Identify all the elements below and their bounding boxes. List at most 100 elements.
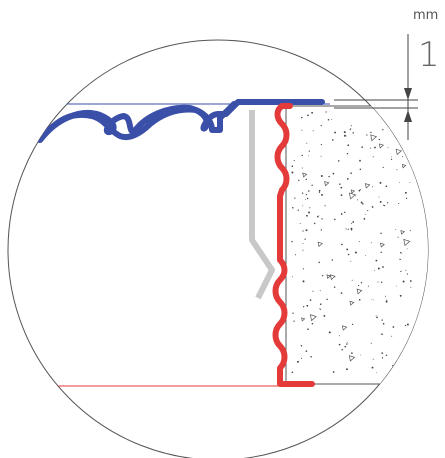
aggregate-speck	[347, 144, 350, 147]
aggregate-speck	[370, 131, 372, 134]
aggregate-stone	[380, 242, 385, 248]
aggregate-speck	[409, 181, 411, 183]
aggregate-speck	[359, 159, 361, 162]
aggregate-stone	[302, 172, 308, 178]
aggregate-speck	[401, 156, 404, 158]
aggregate-speck	[400, 270, 402, 273]
aggregate-speck	[385, 300, 388, 303]
aggregate-speck	[320, 175, 323, 177]
blue-membrane-profile	[37, 99, 325, 143]
aggregate-stone	[309, 314, 317, 322]
aggregate-speck	[371, 298, 373, 300]
aggregate-speck	[293, 320, 295, 322]
aggregate-speck	[380, 232, 382, 235]
aggregate-speck	[405, 197, 408, 200]
aggregate-speck	[370, 342, 372, 344]
aggregate-speck	[318, 261, 320, 264]
aggregate-speck	[349, 128, 352, 130]
aggregate-speck	[380, 281, 383, 284]
aggregate-speck	[377, 281, 379, 283]
concrete-aggregate	[291, 111, 413, 377]
aggregate-speck	[319, 308, 321, 310]
aggregate-speck	[294, 254, 297, 256]
aggregate-speck	[354, 195, 356, 197]
aggregate-speck	[358, 241, 360, 243]
aggregate-speck	[406, 323, 409, 326]
aggregate-stone	[403, 238, 411, 247]
aggregate-speck	[370, 242, 372, 244]
aggregate-speck	[385, 354, 388, 357]
aggregate-speck	[331, 259, 334, 261]
aggregate-speck	[350, 172, 352, 174]
aggregate-speck	[325, 111, 327, 113]
aggregate-speck	[344, 345, 347, 348]
aggregate-speck	[383, 204, 385, 206]
aggregate-speck	[308, 155, 309, 157]
aggregate-speck	[312, 290, 314, 292]
aggregate-speck	[395, 285, 397, 287]
aggregate-speck	[360, 282, 363, 284]
aggregate-speck	[305, 178, 307, 181]
aggregate-speck	[372, 186, 374, 188]
aggregate-speck	[318, 191, 321, 193]
aggregate-speck	[349, 129, 351, 131]
aggregate-stone	[350, 189, 356, 194]
aggregate-stone	[356, 288, 363, 295]
aggregate-speck	[381, 319, 383, 321]
aggregate-speck	[337, 160, 340, 162]
aggregate-speck	[404, 324, 407, 327]
aggregate-speck	[310, 356, 312, 358]
red-waterstop-profile	[272, 103, 315, 387]
aggregate-speck	[374, 146, 376, 149]
aggregate-speck	[407, 349, 409, 351]
aggregate-speck	[341, 349, 343, 351]
aggregate-speck	[312, 130, 314, 132]
aggregate-stone	[329, 274, 336, 281]
aggregate-speck	[371, 206, 374, 208]
aggregate-speck	[399, 258, 401, 261]
aggregate-speck	[362, 203, 364, 205]
aggregate-speck	[405, 269, 407, 271]
aggregate-speck	[359, 354, 361, 356]
aggregate-speck	[398, 203, 400, 205]
aggregate-speck	[318, 189, 321, 192]
aggregate-speck	[379, 181, 382, 184]
aggregate-speck	[382, 166, 384, 169]
aggregate-speck	[322, 275, 324, 277]
aggregate-speck	[319, 309, 321, 311]
aggregate-speck	[292, 312, 294, 314]
aggregate-speck	[308, 150, 310, 152]
aggregate-speck	[351, 279, 353, 281]
aggregate-speck	[346, 178, 349, 180]
aggregate-stone	[341, 325, 348, 331]
arrow-up-icon	[404, 110, 412, 122]
aggregate-speck	[302, 280, 305, 283]
aggregate-speck	[354, 251, 357, 254]
aggregate-speck	[301, 357, 303, 359]
aggregate-speck	[302, 205, 304, 207]
aggregate-speck	[401, 137, 403, 139]
aggregate-speck	[396, 169, 398, 171]
aggregate-speck	[340, 186, 343, 189]
dimension-marker: mm 1	[334, 8, 440, 140]
aggregate-speck	[299, 223, 301, 224]
aggregate-speck	[311, 111, 313, 114]
aggregate-speck	[301, 129, 303, 131]
aggregate-speck	[303, 306, 305, 308]
aggregate-speck	[364, 213, 366, 215]
aggregate-speck	[323, 314, 326, 317]
aggregate-speck	[328, 331, 331, 334]
dimension-value: 1	[418, 35, 440, 75]
aggregate-speck	[376, 372, 378, 373]
aggregate-speck	[291, 171, 294, 174]
aggregate-speck	[305, 229, 308, 232]
aggregate-speck	[340, 213, 343, 215]
aggregate-speck	[350, 229, 353, 231]
aggregate-speck	[397, 236, 399, 238]
aggregate-speck	[306, 197, 309, 200]
aggregate-speck	[308, 190, 310, 192]
aggregate-stone	[397, 127, 405, 135]
aggregate-speck	[407, 357, 410, 360]
aggregate-stone	[348, 192, 356, 200]
aggregate-speck	[302, 230, 304, 232]
